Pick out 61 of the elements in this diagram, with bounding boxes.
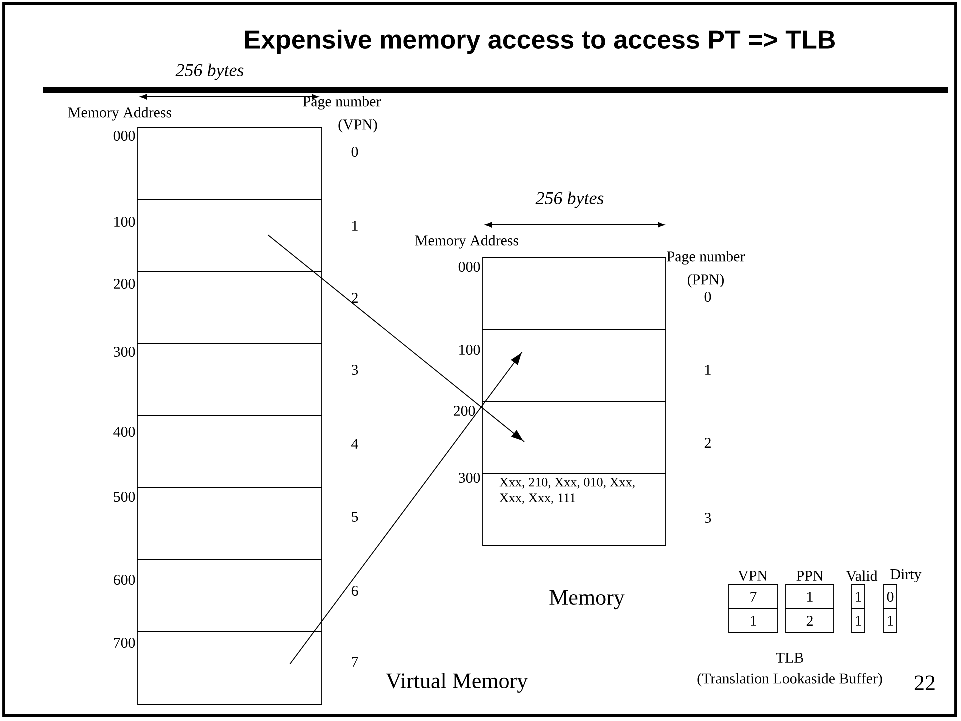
address-label: 700 — [114, 638, 136, 648]
page-number: 5 — [352, 512, 358, 522]
page-number: 3 — [352, 364, 358, 376]
title: Expensive memory access to access PT => TLB — [245, 30, 835, 54]
column-heading: Dirty — [890, 569, 922, 583]
column-heading: Memory Address — [68, 107, 172, 121]
tlb-caption: TLB — [776, 653, 804, 663]
page-number: 2 — [352, 293, 358, 303]
address-label: 100 — [460, 344, 480, 356]
column-heading: Valid — [846, 570, 878, 582]
page-number: 3 — [704, 512, 712, 523]
table-cell: 1 — [852, 608, 866, 634]
column-heading: PPN — [796, 571, 824, 581]
memory-cell — [138, 632, 322, 706]
page-number: 7 — [352, 657, 358, 667]
tlb-caption: (Translation Lookaside Buffer) — [698, 673, 882, 687]
column-heading: Page number — [667, 251, 746, 265]
page-number: 0 — [704, 292, 712, 302]
table-cell: 0 — [884, 584, 898, 610]
memory-cell — [138, 560, 322, 632]
column-heading: Memory Address — [415, 235, 519, 249]
table-cell: 7 — [728, 584, 778, 610]
column-heading: (VPN) — [338, 119, 378, 133]
address-label: 500 — [114, 492, 136, 502]
memory-cell — [138, 128, 322, 200]
address-label: 300 — [459, 472, 480, 484]
memory-cell — [138, 200, 322, 272]
column-heading: (PPN) — [688, 274, 724, 288]
table-cell: 1 — [786, 584, 834, 610]
table-cell: 1 — [852, 584, 866, 610]
table-cell: 1 — [728, 608, 778, 634]
memory-cell — [138, 416, 322, 488]
address-label: 200 — [114, 278, 136, 290]
address-label: 600 — [114, 574, 136, 586]
page-number: 0 — [352, 146, 358, 158]
memory-cell — [482, 330, 666, 402]
memory-cell — [482, 258, 666, 330]
arrow — [268, 234, 525, 442]
page-number: 1 — [706, 365, 711, 375]
slide-number: 22 — [914, 676, 935, 690]
column-heading: VPN — [738, 570, 768, 581]
table-cell: 1 — [884, 608, 898, 634]
page-number: 4 — [352, 439, 358, 449]
arrow — [290, 352, 523, 665]
memory-caption: Virtual Memory — [386, 672, 528, 693]
address-label: 100 — [114, 216, 136, 228]
table-cell: 2 — [786, 608, 834, 634]
dimension-label: 256 bytes — [536, 192, 604, 208]
memory-caption: Memory — [550, 590, 625, 610]
memory-cell — [482, 402, 666, 474]
memory-cell — [138, 272, 322, 344]
memory-cell: Xxx, 210, Xxx, 010, Xxx, Xxx, Xxx, 111 — [482, 474, 666, 546]
address-label: 300 — [114, 346, 136, 358]
address-label: 400 — [114, 426, 136, 438]
page-number: 1 — [352, 221, 358, 231]
dimension-label: 256 bytes — [176, 64, 244, 80]
page-number: 2 — [704, 438, 711, 448]
page-number: 6 — [352, 586, 358, 596]
memory-cell — [138, 488, 322, 560]
address-label: 200 — [454, 406, 476, 416]
memory-cell — [138, 344, 322, 416]
